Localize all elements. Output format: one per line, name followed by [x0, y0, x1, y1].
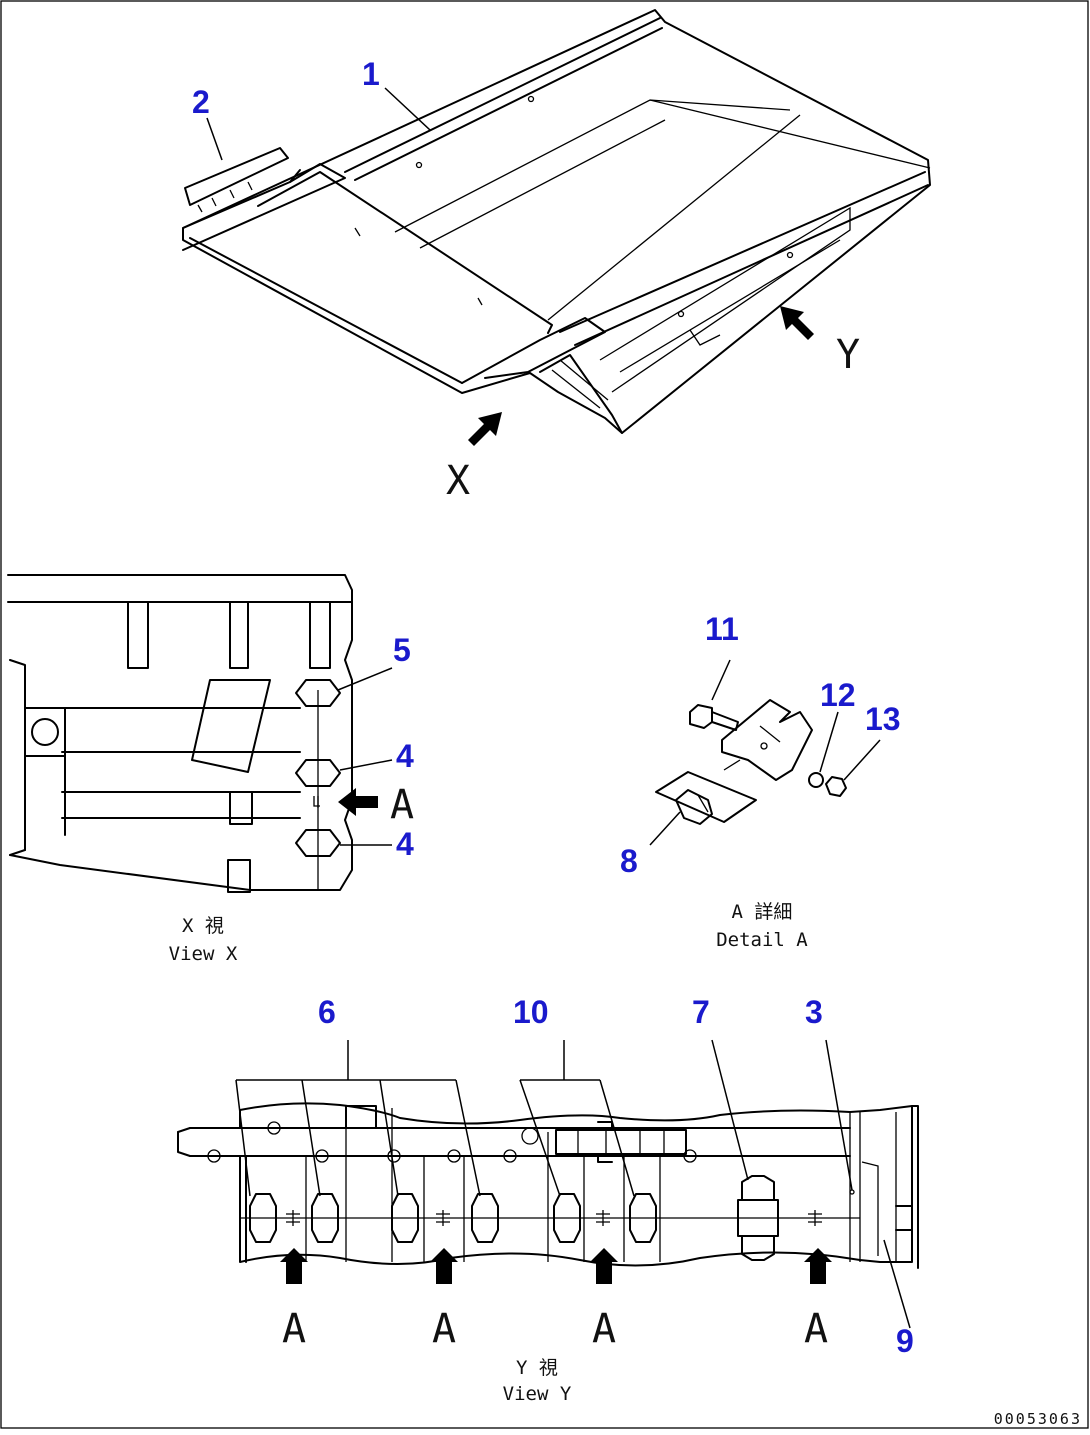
callout-7: 7 — [692, 994, 710, 1030]
detail-a-arrow-2 — [430, 1248, 458, 1284]
caption-view-y-en: View Y — [503, 1383, 572, 1405]
callout-10: 10 — [513, 994, 549, 1030]
leader-12 — [819, 711, 839, 773]
callout-4-upper: 4 — [396, 738, 414, 774]
drawing-code: 00053063 — [994, 1410, 1082, 1428]
view-letter-x: X — [446, 458, 470, 504]
view-x-drawing — [7, 574, 353, 893]
callout-13: 13 — [865, 701, 901, 737]
view-letter-y: Y — [836, 332, 860, 378]
detail-a-drawing — [655, 699, 847, 825]
view-letter-a-view-x: A — [390, 782, 414, 828]
callout-6: 6 — [318, 994, 336, 1030]
leader-6 — [235, 1040, 481, 1197]
leader-3 — [825, 1039, 853, 1191]
detail-a-arrow-1 — [280, 1248, 308, 1284]
callout-4-lower: 4 — [396, 826, 414, 862]
leader-11 — [711, 659, 731, 701]
view-letter-a-2: A — [432, 1306, 456, 1352]
leader-10 — [519, 1040, 635, 1197]
view-letter-a-4: A — [804, 1306, 828, 1352]
view-y-arrow — [780, 306, 814, 340]
callout-9: 9 — [896, 1323, 914, 1359]
callout-11: 11 — [705, 611, 739, 647]
view-x-arrow — [468, 412, 502, 446]
view-letter-a-1: A — [282, 1306, 306, 1352]
leader-9 — [883, 1239, 911, 1329]
detail-a-arrow-4 — [804, 1248, 832, 1284]
callout-1: 1 — [362, 56, 380, 92]
caption-detail-a-jp: A 詳細 — [732, 901, 793, 923]
leader-1 — [384, 87, 431, 131]
leader-4a — [339, 759, 393, 771]
view-letter-a-3: A — [592, 1306, 616, 1352]
detail-a-arrow-view-x — [338, 788, 378, 816]
leader-2 — [206, 117, 223, 161]
isometric-deck-plate — [182, 9, 931, 434]
leader-8 — [649, 811, 681, 846]
callout-2: 2 — [192, 84, 210, 120]
part-2-plate — [184, 147, 289, 213]
caption-view-y-jp: Y 視 — [516, 1357, 558, 1379]
callout-5: 5 — [393, 632, 411, 668]
caption-view-x-en: View X — [169, 943, 238, 965]
callout-3: 3 — [805, 994, 823, 1030]
callout-12: 12 — [820, 677, 856, 713]
leader-13 — [843, 739, 881, 781]
callout-8: 8 — [620, 843, 638, 879]
leader-7 — [711, 1039, 749, 1181]
view-y-drawing — [177, 1102, 919, 1269]
caption-view-x-jp: X 視 — [182, 915, 224, 937]
caption-detail-a-en: Detail A — [716, 929, 808, 951]
detail-a-arrow-3 — [590, 1248, 618, 1284]
leader-5 — [337, 667, 393, 691]
